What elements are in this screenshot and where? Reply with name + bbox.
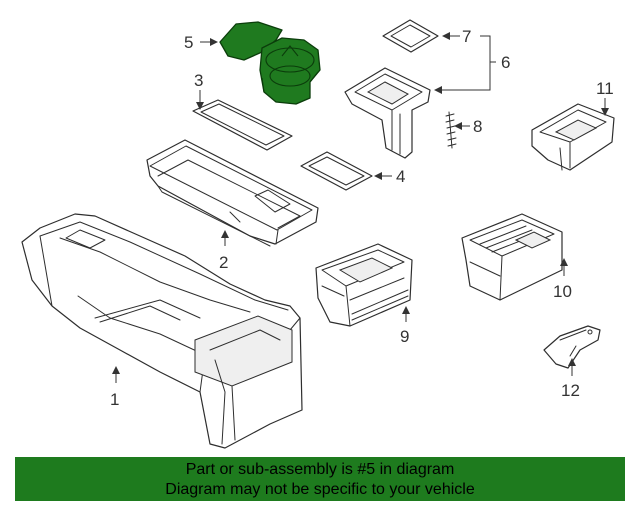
- part-5-cup-holder: [219, 21, 321, 105]
- callout-5: 5: [184, 33, 193, 52]
- callout-8: 8: [473, 117, 482, 136]
- callout-10: 10: [553, 282, 572, 301]
- part-9-bin: [315, 243, 413, 327]
- callout-11: 11: [596, 79, 614, 98]
- callout-1: 1: [110, 390, 119, 409]
- part-4-small-mat: [300, 151, 373, 191]
- callout-9: 9: [400, 327, 409, 346]
- notice-banner: Part or sub-assembly is #5 in diagram Di…: [15, 457, 625, 501]
- part-1-console-base: [21, 213, 303, 449]
- part-7-lid: [382, 19, 439, 53]
- part-12-bracket: [543, 325, 601, 369]
- part-10-vent: [461, 213, 563, 301]
- callout-7: 7: [462, 27, 471, 46]
- callout-12: 12: [561, 381, 580, 400]
- part-2-storage-tray: [146, 139, 319, 247]
- callout-2: 2: [219, 253, 228, 272]
- callout-leaders: [112, 32, 609, 383]
- part-8-screw: [445, 111, 457, 149]
- part-3-mat: [192, 99, 293, 151]
- part-6-upper-assembly: [344, 67, 431, 159]
- banner-line-1: Part or sub-assembly is #5 in diagram: [185, 461, 455, 478]
- callout-6: 6: [501, 53, 510, 72]
- callout-3: 3: [194, 71, 203, 90]
- part-11-tray: [531, 103, 615, 171]
- parts-diagram: 1 2 3 4 5 6 7 8 9 10 11 12: [21, 19, 615, 449]
- banner-line-2: Diagram may not be specific to your vehi…: [165, 481, 475, 498]
- callout-4: 4: [396, 167, 405, 186]
